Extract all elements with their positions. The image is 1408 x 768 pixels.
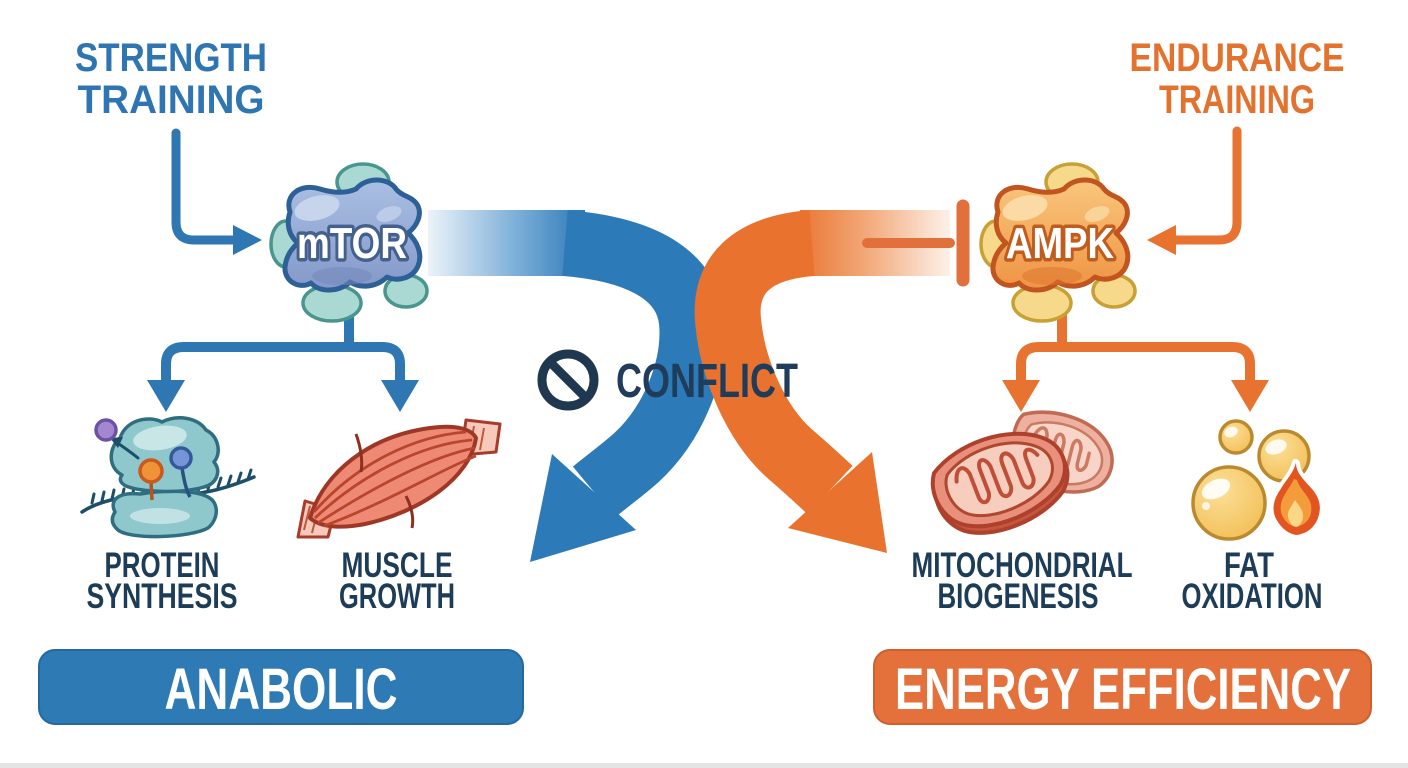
blue-crossing-arrow <box>428 210 726 562</box>
strength-to-mtor-arrow <box>171 128 262 255</box>
mitochondria-icon <box>930 410 1114 535</box>
anabolic-banner: ANABOLIC <box>38 649 524 725</box>
strength-title-line1: STRENGTH <box>75 36 267 80</box>
no-entry-icon <box>537 349 599 411</box>
bottom-edge-divider <box>0 763 1408 768</box>
mtor-branch-connector <box>147 296 419 412</box>
strength-title-line2: TRAINING <box>78 78 265 122</box>
endurance-to-ampk-arrow <box>1147 126 1242 255</box>
mtor-label: mTOR <box>297 219 407 268</box>
mtor-node-blob-icon: mTOR <box>269 162 429 323</box>
inhibition-tbar-icon <box>862 199 970 287</box>
muscle-growth-label-line1: MUSCLE <box>342 546 453 585</box>
energy-efficiency-banner: ENERGY EFFICIENCY <box>873 649 1372 725</box>
endurance-title-line1: ENDURANCE <box>1130 36 1345 80</box>
ampk-node-blob-icon: AMPK <box>979 162 1137 323</box>
ribosome-icon <box>80 416 256 539</box>
energy-efficiency-banner-label: ENERGY EFFICIENCY <box>895 657 1351 722</box>
muscle-icon <box>296 418 502 539</box>
protein-synthesis-label-line2: SYNTHESIS <box>87 577 238 616</box>
muscle-growth-label-line2: GROWTH <box>339 577 455 616</box>
ampk-label: AMPK <box>1006 219 1114 268</box>
fat-oxidation-label-line1: FAT <box>1224 546 1274 585</box>
protein-synthesis-label-line1: PROTEIN <box>105 546 220 585</box>
mitochondrial-biogenesis-label-line1: MITOCHONDRIAL <box>912 546 1133 585</box>
conflict-label: CONFLICT <box>616 355 798 408</box>
endurance-title-line2: TRAINING <box>1159 78 1315 122</box>
mitochondrial-biogenesis-label-line2: BIOGENESIS <box>938 577 1099 616</box>
flame-icon <box>1269 458 1324 540</box>
anabolic-banner-label: ANABOLIC <box>165 657 398 722</box>
fat-oxidation-label-line2: OXIDATION <box>1182 577 1323 616</box>
